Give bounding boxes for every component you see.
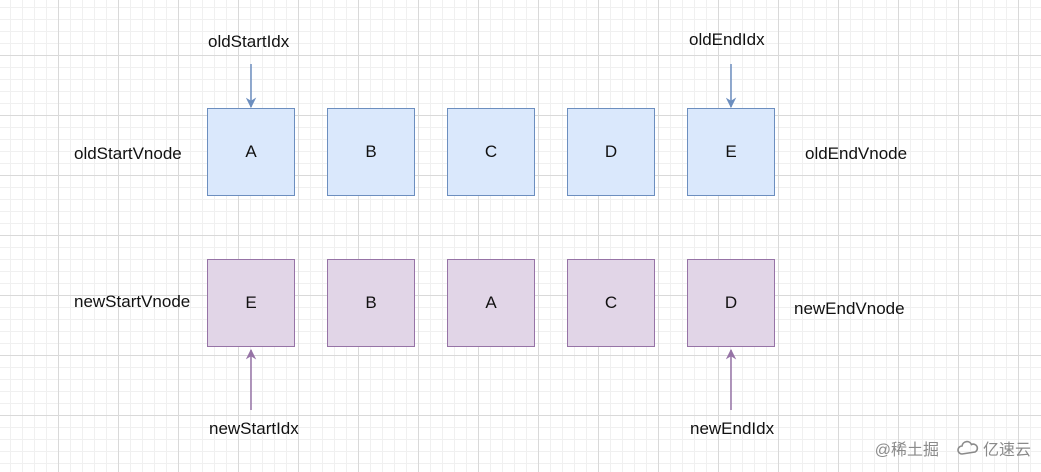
new-vnode-box: B: [327, 259, 415, 347]
cloud-logo-icon: [957, 440, 979, 455]
new-end-vnode-label: newEndVnode: [794, 299, 905, 318]
old-end-idx-label: oldEndIdx: [689, 30, 765, 49]
new-end-idx-label: newEndIdx: [690, 419, 775, 438]
new-start-vnode-label: newStartVnode: [74, 292, 191, 311]
old-vnode-box: A: [207, 108, 295, 196]
new-vnode-box: A: [447, 259, 535, 347]
new-vnode-box: C: [567, 259, 655, 347]
old-vnode-box: B: [327, 108, 415, 196]
new-vnode-box: E: [207, 259, 295, 347]
old-start-vnode-label: oldStartVnode: [74, 144, 182, 163]
watermark: @稀土掘 亿速云: [875, 436, 1031, 460]
watermark-text-left: @稀土掘: [874, 442, 939, 459]
old-end-vnode-label: oldEndVnode: [805, 144, 908, 163]
old-vnode-box: E: [687, 108, 775, 196]
old-start-idx-label: oldStartIdx: [208, 32, 290, 51]
watermark-text-right: 亿速云: [982, 442, 1031, 459]
old-vnode-box: D: [567, 108, 655, 196]
new-vnode-box: D: [687, 259, 775, 347]
old-vnode-box: C: [447, 108, 535, 196]
new-start-idx-label: newStartIdx: [209, 419, 299, 438]
